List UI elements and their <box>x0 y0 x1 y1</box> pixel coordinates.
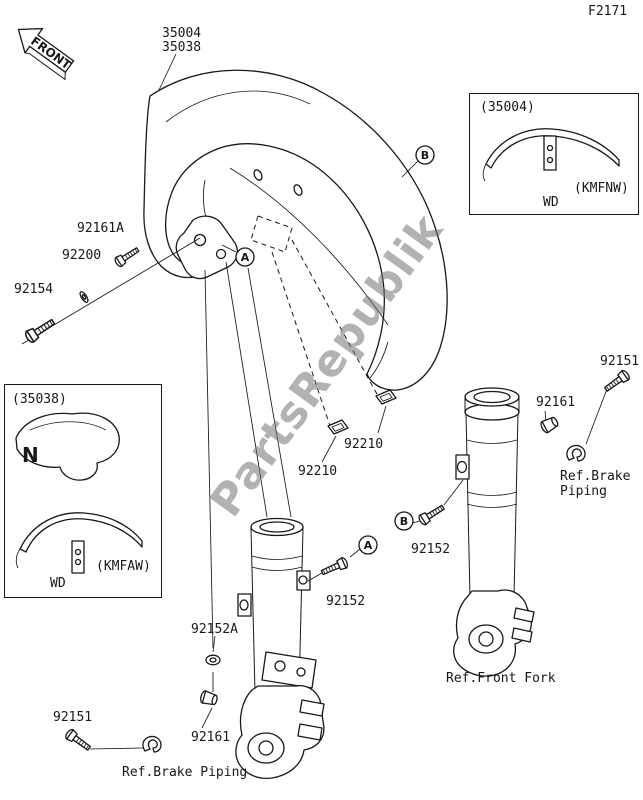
inset-left-variant: (KMFAW) <box>96 559 151 574</box>
part-label-92152a: 92152A <box>191 622 238 637</box>
bolt-92151-top <box>602 368 632 395</box>
svg-text:B: B <box>421 149 429 162</box>
ref-front-fork: Ref.Front Fork <box>446 671 556 686</box>
ref-brake-piping-bottom: Ref.Brake Piping <box>122 765 248 780</box>
bolt-92151-bottom <box>63 727 93 754</box>
part-label-92154: 92154 <box>14 282 54 297</box>
dashed-guides <box>250 215 379 427</box>
inset-left-title: (35038) <box>12 392 67 407</box>
collar-92152a <box>205 654 221 666</box>
part-label-92161a: 92161A <box>77 221 124 236</box>
part-label-92152-center: 92152 <box>326 594 366 609</box>
inset-right-wd: WD <box>543 195 559 210</box>
front-arrow-icon: FRONT <box>17 27 75 81</box>
part-label-92210-b: 92210 <box>298 464 338 479</box>
page-code: F2171 <box>588 4 628 19</box>
damper-92161-bottom <box>198 689 220 708</box>
svg-text:A: A <box>241 251 250 264</box>
ref-brake-piping-right: Ref.Brake Piping <box>560 469 631 499</box>
bolt-92152-center <box>319 555 350 579</box>
part-label-92151-bottom: 92151 <box>53 710 93 725</box>
callout-a-mid: A <box>235 247 255 267</box>
part-label-92151-top: 92151 <box>600 354 640 369</box>
bolt-92152-right <box>416 501 447 527</box>
part-label-92210-a: 92210 <box>344 437 384 452</box>
fender-bracket <box>175 215 239 280</box>
svg-text:B: B <box>400 515 408 528</box>
front-fork-center-drawing <box>235 517 325 780</box>
nut-92210-b <box>327 419 349 435</box>
inset-right-title: (35004) <box>480 100 535 115</box>
brake-pipe-clamp-right <box>566 444 586 462</box>
inset-35038-drawing: N <box>15 412 143 574</box>
bolt-92154 <box>23 315 58 345</box>
nut-92210-a <box>375 389 397 405</box>
inset-right-variant: (KMFNW) <box>574 181 629 196</box>
fender-n-mark: N <box>22 443 39 467</box>
part-label-92152-right: 92152 <box>411 542 451 557</box>
part-label-92161-bottom: 92161 <box>191 730 231 745</box>
svg-text:A: A <box>364 539 373 552</box>
callout-b-top: B <box>415 145 435 165</box>
callout-a-bottom: A <box>358 535 378 555</box>
callout-b-bottom: B <box>394 511 414 531</box>
part-label-35038: 35038 <box>162 40 202 55</box>
inset-box-35038 <box>4 384 162 598</box>
front-fork-right-drawing <box>453 387 535 677</box>
brake-pipe-clamp-bottom <box>142 735 162 753</box>
inset-left-wd: WD <box>50 576 66 591</box>
washer-92200 <box>77 289 91 305</box>
inset-35004-drawing <box>482 128 620 182</box>
part-label-92161-right: 92161 <box>536 395 576 410</box>
inset-box-35004 <box>469 93 639 215</box>
screw-92161a <box>112 244 142 269</box>
front-fender-drawing <box>143 69 448 391</box>
part-label-92200: 92200 <box>62 248 102 263</box>
front-label: FRONT <box>28 34 74 73</box>
part-label-35004: 35004 <box>162 26 202 41</box>
damper-92161-right <box>538 414 561 435</box>
